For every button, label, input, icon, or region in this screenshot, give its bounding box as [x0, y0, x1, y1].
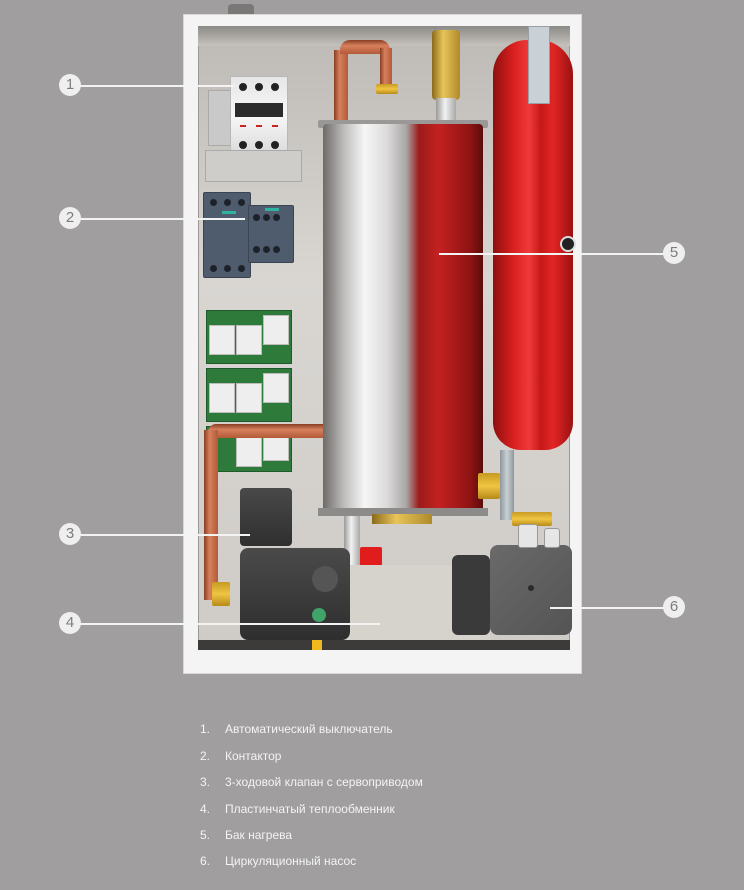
contactor-terminal — [224, 265, 231, 272]
fuse-holder — [208, 90, 232, 146]
callout-marker-2: 2 — [59, 207, 81, 229]
circulation-pump — [490, 545, 572, 635]
contactor-terminal — [210, 265, 217, 272]
contactor-terminal — [263, 214, 270, 221]
contactor-terminal — [273, 246, 280, 253]
copper-pipe-down — [380, 48, 392, 88]
terminal-screw — [271, 83, 279, 91]
relay — [263, 315, 289, 345]
safety-valve — [432, 30, 460, 100]
terminal-screw — [255, 141, 263, 149]
contactor-terminal — [273, 214, 280, 221]
steel-fitting — [436, 98, 456, 124]
circuit-breaker — [230, 76, 288, 156]
legend-label: Циркуляционный насос — [225, 854, 357, 868]
brass-nut — [376, 84, 398, 94]
green-drain-plug — [312, 608, 326, 622]
mounting-bracket — [205, 150, 302, 182]
terminal-screw — [271, 141, 279, 149]
contactor-terminal — [253, 214, 260, 221]
tank-bottom — [318, 508, 488, 516]
terminal-screw — [239, 83, 247, 91]
callout-line-5 — [439, 253, 669, 255]
pump-valve-body — [452, 555, 490, 635]
relay — [236, 325, 262, 355]
legend-label: Пластинчатый теплообменник — [225, 802, 395, 816]
contactor-terminal — [210, 199, 217, 206]
legend-number: 1. — [200, 722, 211, 736]
expansion-vessel — [493, 40, 573, 450]
relay — [236, 383, 262, 413]
callout-marker-4: 4 — [59, 612, 81, 634]
callout-line-4 — [80, 623, 380, 625]
legend-label: Контактор — [225, 749, 282, 763]
vessel-air-valve — [560, 236, 576, 252]
breaker-toggles — [235, 103, 283, 117]
breaker-indicator — [272, 125, 278, 127]
legend-number: 3. — [200, 775, 211, 789]
callout-marker-5: 5 — [663, 242, 685, 264]
yellow-clip — [312, 640, 322, 650]
contactor-terminal — [263, 246, 270, 253]
pump-center-screw — [528, 585, 534, 591]
brass-nut — [478, 473, 500, 499]
relay — [209, 383, 235, 413]
pump-connector — [544, 528, 560, 548]
copper-pipe-bend-top — [340, 40, 390, 54]
relay-board — [206, 310, 292, 364]
legend-label: Автоматический выключатель — [225, 722, 393, 736]
callout-line-3 — [80, 534, 250, 536]
contactor-brand-label — [265, 208, 279, 211]
breaker-indicator — [240, 125, 246, 127]
three-way-valve — [240, 548, 350, 640]
contactor-right — [248, 205, 294, 263]
vessel-strap — [528, 26, 550, 104]
pump-connector — [518, 524, 538, 548]
top-rail — [198, 26, 570, 46]
legend-number: 2. — [200, 749, 211, 763]
relay — [236, 437, 262, 467]
legend-number: 6. — [200, 854, 211, 868]
terminal-screw — [255, 83, 263, 91]
callout-marker-6: 6 — [663, 596, 685, 618]
contactor-terminal — [238, 199, 245, 206]
callout-marker-1: 1 — [59, 74, 81, 96]
bottom-rail — [198, 640, 570, 650]
legend-number: 5. — [200, 828, 211, 842]
relay — [209, 325, 235, 355]
heating-element-flange — [372, 514, 432, 524]
contactor-terminal — [238, 265, 245, 272]
heating-tank — [323, 124, 483, 514]
copper-pipe-left — [204, 430, 218, 600]
contactor-left — [203, 192, 251, 278]
contactor-brand-label — [222, 211, 236, 214]
terminal-screw — [239, 141, 247, 149]
relay-board — [206, 368, 292, 422]
copper-pipe-horizontal — [208, 424, 348, 438]
legend-label: 3-ходовой клапан с сервоприводом — [225, 775, 423, 789]
callout-line-2 — [80, 218, 245, 220]
contactor-terminal — [224, 199, 231, 206]
legend-number: 4. — [200, 802, 211, 816]
brass-nut — [512, 512, 552, 526]
legend-label: Бак нагрева — [225, 828, 293, 842]
brass-nut — [212, 582, 230, 606]
valve-cap — [312, 566, 338, 592]
relay — [263, 373, 289, 403]
breaker-indicator — [256, 125, 262, 127]
servo-drive — [240, 488, 292, 546]
contactor-terminal — [253, 246, 260, 253]
callout-marker-3: 3 — [59, 523, 81, 545]
grey-pipe — [500, 450, 514, 520]
callout-line-1 — [80, 85, 235, 87]
callout-line-6 — [550, 607, 670, 609]
